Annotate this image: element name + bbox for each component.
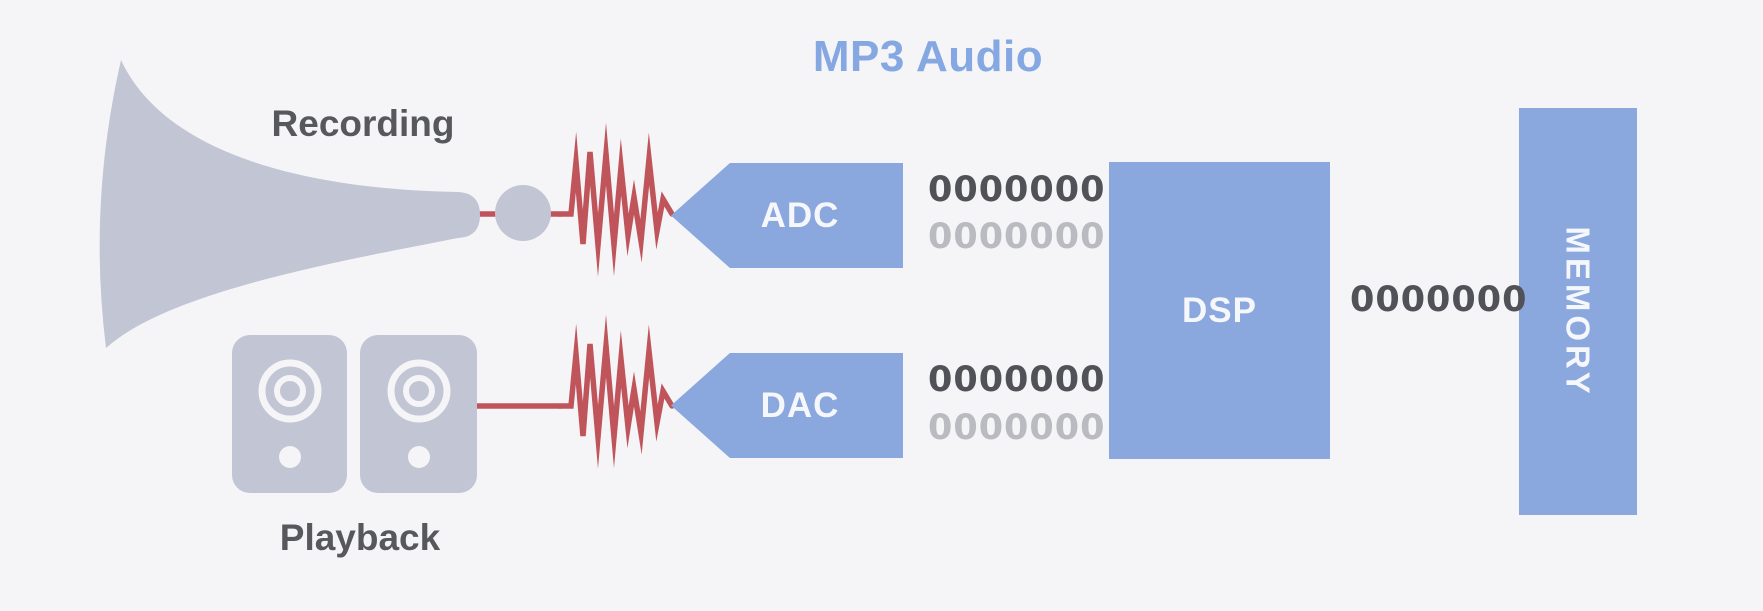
dsp-block: DSP: [1109, 162, 1330, 459]
recording-label: Recording: [271, 103, 455, 144]
adc-bitstream-secondary: 0000000: [928, 217, 1106, 257]
mic-capsule-icon: [495, 185, 551, 241]
memory-block: MEMORY: [1519, 108, 1637, 515]
analog-waveform-icon: [467, 122, 675, 469]
speakers-icon: [232, 335, 477, 493]
dac-block-label: DAC: [760, 385, 840, 425]
recording-waveform-icon: [557, 122, 675, 277]
playback-label: Playback: [279, 517, 441, 558]
adc-block: ADC: [671, 163, 903, 268]
adc-bitstream-primary: 0000000: [928, 170, 1106, 210]
speaker-right-icon: [360, 335, 477, 493]
horn-icon: [99, 60, 480, 348]
diagram-title: MP3 Audio: [812, 32, 1044, 81]
dsp-memory-bitstream: 0000000: [1350, 280, 1528, 320]
dac-bitstream-secondary: 0000000: [928, 408, 1106, 448]
speaker-left-icon: [232, 335, 347, 493]
memory-block-label: MEMORY: [1560, 225, 1597, 398]
dac-bitstream-primary: 0000000: [928, 360, 1106, 400]
adc-block-label: ADC: [760, 195, 840, 235]
dsp-block-label: DSP: [1182, 290, 1257, 330]
playback-waveform-icon: [557, 314, 675, 469]
